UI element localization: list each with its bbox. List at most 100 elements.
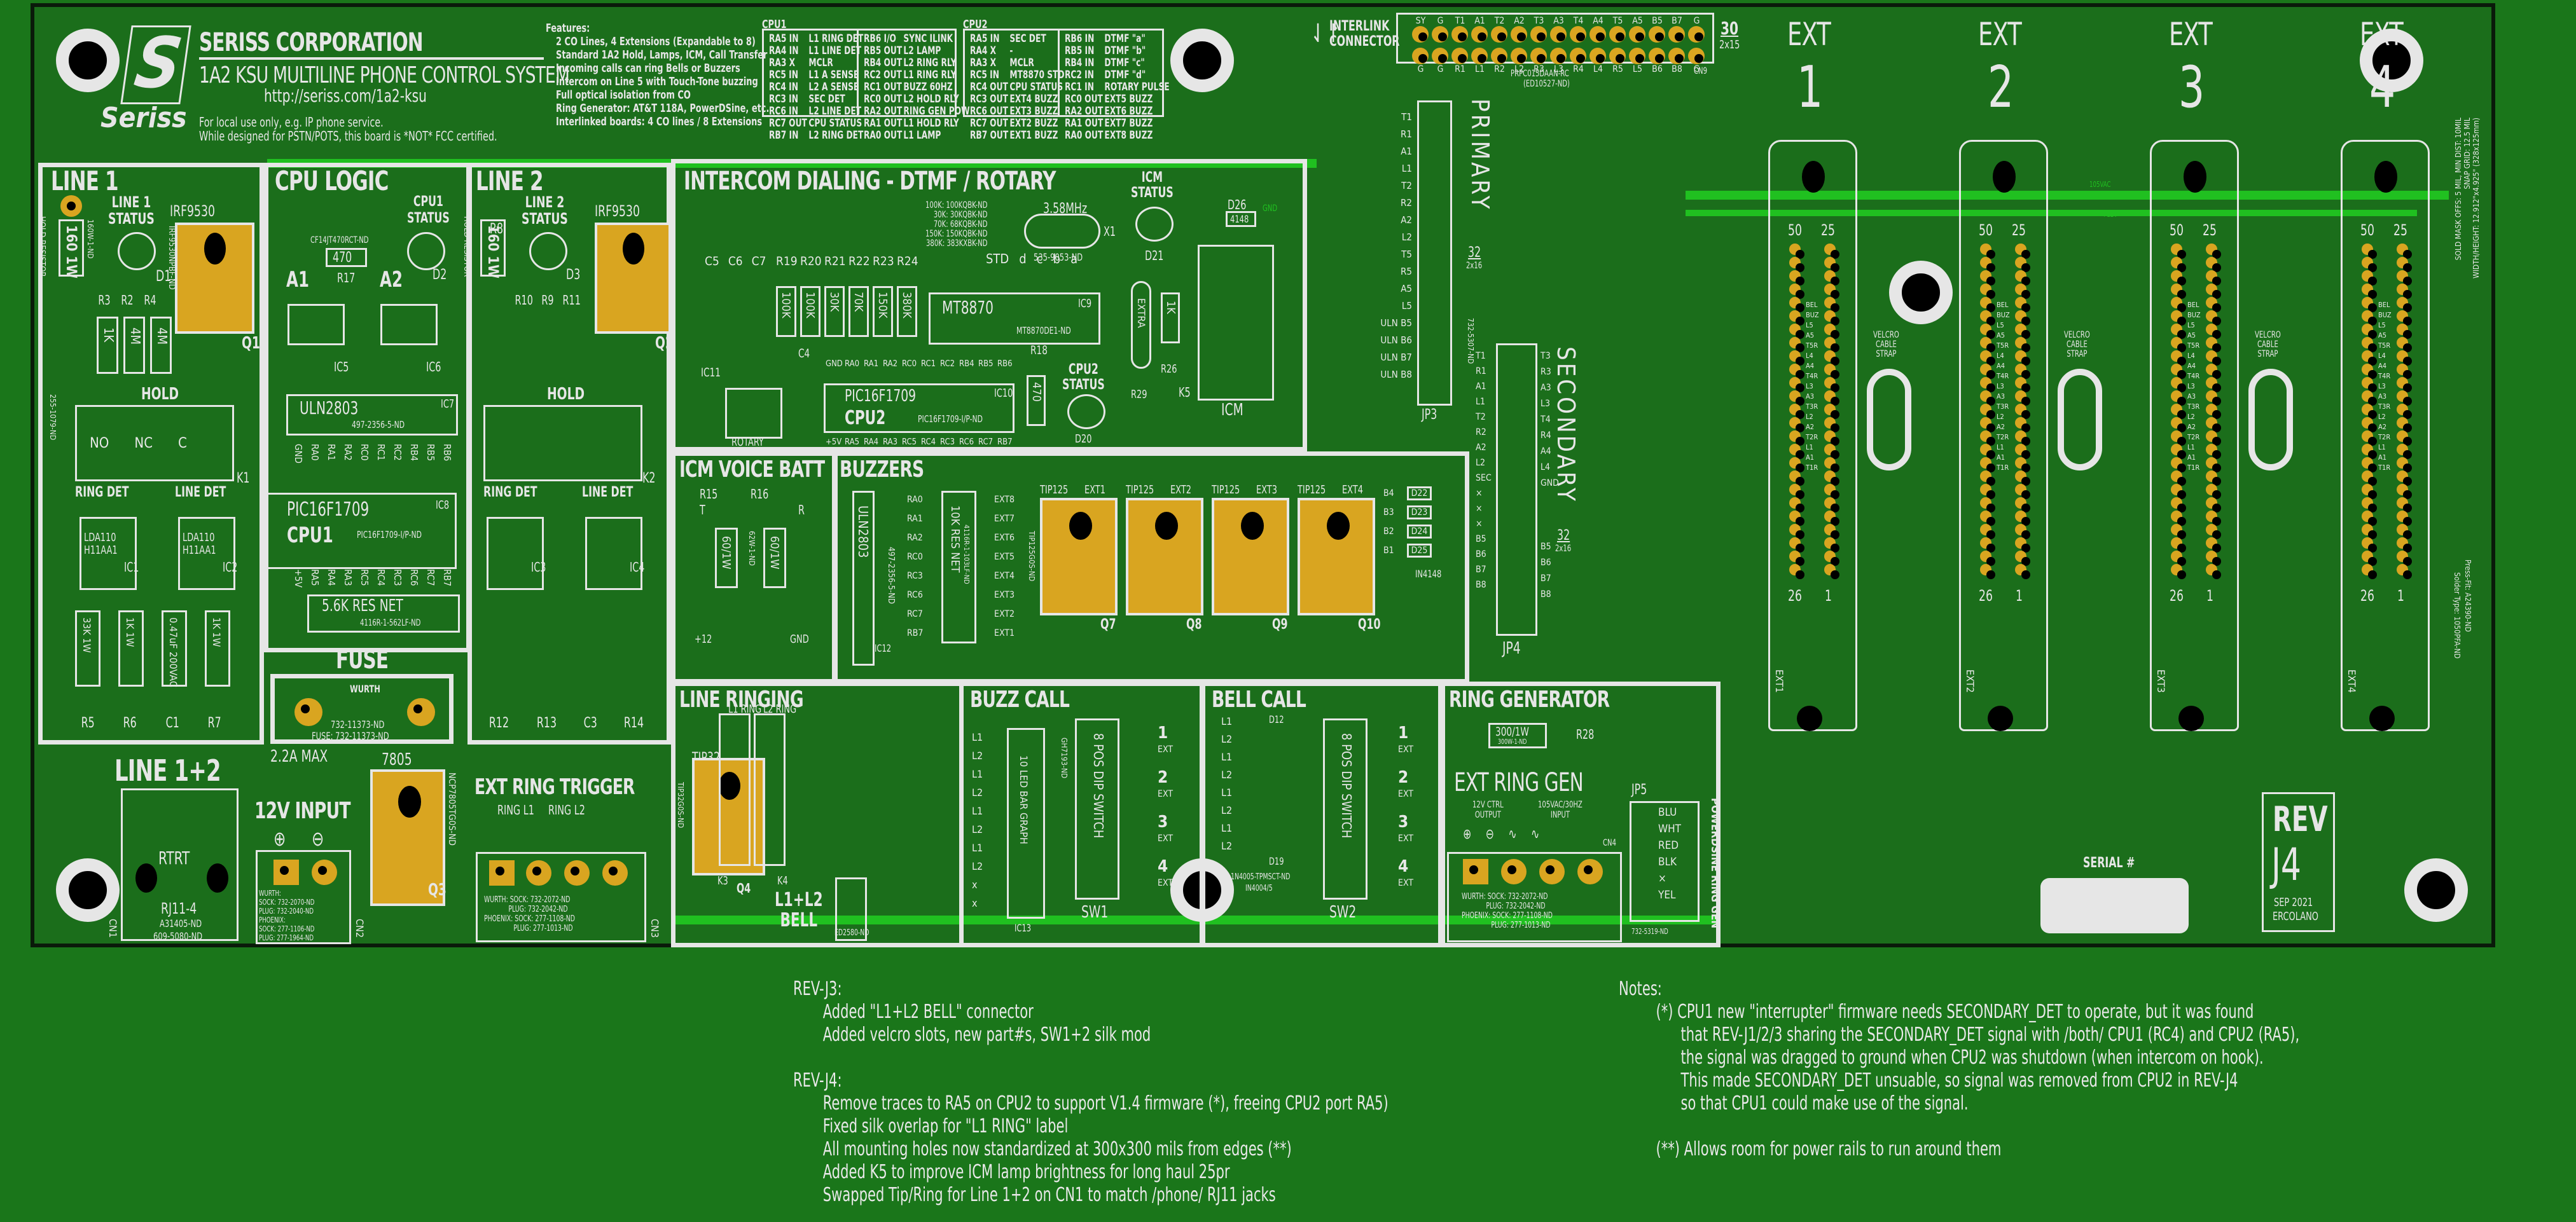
buzz-line-label: x — [972, 879, 978, 891]
ext-pin-pad — [1824, 284, 1839, 299]
solder-part: Solder Type: 1050PFA-ND — [2453, 572, 2462, 659]
transistor-ref: Q9 — [1272, 617, 1288, 633]
pin-function: CPU STATUS — [1009, 81, 1063, 93]
resistor-legend-item: 150K: 150KQBK-ND — [925, 229, 988, 239]
pin-pad — [1629, 48, 1645, 64]
primary-pin-label: T2 — [1401, 180, 1412, 191]
cn4-ref: CN4 — [1603, 838, 1616, 848]
diode-bus: B1 — [1383, 546, 1394, 556]
mounting-hole — [56, 29, 120, 92]
transistor-q8 — [1126, 498, 1203, 615]
ext-pin-pad — [1824, 297, 1839, 312]
secondary-pin-label: L3 — [1541, 399, 1551, 409]
ic3-opto — [487, 517, 544, 590]
cn3-trigger-connector[interactable]: WURTH: SOCK: 732-2072-ND PLUG: 732-2042-… — [476, 852, 646, 942]
r29-ref: R29 — [1131, 388, 1147, 401]
interlink-pin: B5 — [1647, 16, 1667, 45]
component-ref: R7 — [207, 715, 221, 731]
velcro-text: VELCRO — [2255, 330, 2281, 340]
ic8-cpu1[interactable]: PIC16F1709 CPU1 PIC16F1709-I/P-ND IC8 — [266, 493, 457, 569]
ext-pin-pad — [2397, 511, 2412, 526]
ext-pin-label: L4 — [2187, 352, 2195, 360]
plus-icon: ⊕ — [274, 827, 286, 851]
ext-pin-label: L2 — [1806, 413, 1813, 421]
hold-label: HOLD — [141, 385, 179, 404]
serial-label: SERIAL # — [2083, 855, 2135, 871]
ext-pin-pad — [2206, 257, 2221, 272]
note-star-1-line: so that CPU1 could make use of the signa… — [1680, 1092, 1969, 1115]
jp4-secondary-header[interactable] — [1496, 343, 1537, 636]
pin-label: T2 — [1494, 16, 1505, 26]
pin-function: ROTARY PULSE — [1104, 81, 1170, 93]
ext-pin-pad — [2206, 310, 2221, 326]
ic12-uln2803: ULN2803 — [852, 491, 875, 666]
cpu1-pin-label: RA4 — [326, 569, 337, 586]
pin-top-right: 25 — [1821, 221, 1835, 239]
ext-pin-pad — [1824, 457, 1839, 472]
ext-pin-label: BEL — [1806, 301, 1818, 309]
pin-name: RB4 OUT — [864, 57, 903, 69]
q1-mosfet-label: IRF9530 — [170, 202, 215, 220]
buzzer-cpu-pin: RB7 — [907, 628, 924, 638]
ext-pin-pad — [2171, 417, 2186, 432]
ext-pin-pad — [1789, 551, 1804, 566]
cpu2-table-title: CPU2 — [963, 18, 988, 31]
ext-pin-pad — [2362, 257, 2377, 272]
pin-function: MCLR — [808, 57, 833, 69]
ext-pin-label: L1 — [1806, 443, 1813, 451]
interlink-pin: L2 — [1509, 48, 1529, 77]
cn4-ring-gen-connector[interactable]: WURTH: SOCK: 732-2072-ND PLUG: 732-2042-… — [1447, 852, 1622, 942]
resistor-ref: R3 — [98, 292, 111, 308]
serial-number-field[interactable] — [2040, 878, 2189, 933]
bell-line-label: L2 — [1221, 804, 1233, 816]
rail-105vac-label: 105VAC — [2089, 180, 2111, 189]
q4-transistor — [692, 758, 765, 875]
ext-pin-pad — [1789, 511, 1804, 526]
cn1-rj11-jack[interactable]: RTRT RJ11-4 A31405-ND 609-5080-ND — [121, 788, 239, 942]
bottom-component: 0.47uF 200VAC — [162, 610, 187, 687]
product-url[interactable]: http://seriss.com/1a2-ksu — [264, 85, 427, 106]
ic10-cpu2[interactable]: PIC16F1709 CPU2 PIC16F1709-I/P-ND IC10 — [824, 383, 1014, 433]
d1-label: D1 — [156, 267, 172, 285]
k2-ref: K2 — [642, 470, 656, 486]
ext-pin-pad — [2015, 511, 2030, 526]
ext-pin-label: BUZ — [1997, 311, 2010, 319]
jp3-primary-header[interactable] — [1417, 100, 1452, 406]
ext-number: 4 — [2369, 54, 2396, 121]
sw1-dip-switch[interactable]: 8 POS DIP SWITCH — [1075, 718, 1119, 900]
pin-pad — [1609, 48, 1626, 64]
ext-pin-pad — [2015, 457, 2030, 472]
ic12-part: 497-2356-5-ND — [886, 547, 896, 604]
line-det-label-2: LINE DET — [582, 484, 634, 500]
power-trace — [1686, 210, 2417, 216]
ext-pin-label: BEL — [2378, 301, 2390, 309]
fuse-max: 2.2A MAX — [270, 747, 328, 766]
resistor: 100K — [800, 286, 821, 337]
ext-pin-pad — [2206, 484, 2221, 499]
d2-label: D2 — [433, 267, 447, 283]
d21-label: D21 — [1145, 248, 1164, 263]
notes-heading: Notes: — [1619, 978, 1662, 1000]
ext-pin-pad — [2015, 551, 2030, 566]
ext-pin-pad — [1980, 257, 1995, 272]
pin-function: L2 A SENSE — [808, 81, 859, 93]
cn5-bell-connector[interactable] — [835, 877, 867, 941]
ext-pin-pad — [1980, 417, 1995, 432]
cpu2-pin-label: GND — [826, 359, 843, 369]
sw2-dip-switch[interactable]: 8 POS DIP SWITCH — [1323, 718, 1368, 900]
